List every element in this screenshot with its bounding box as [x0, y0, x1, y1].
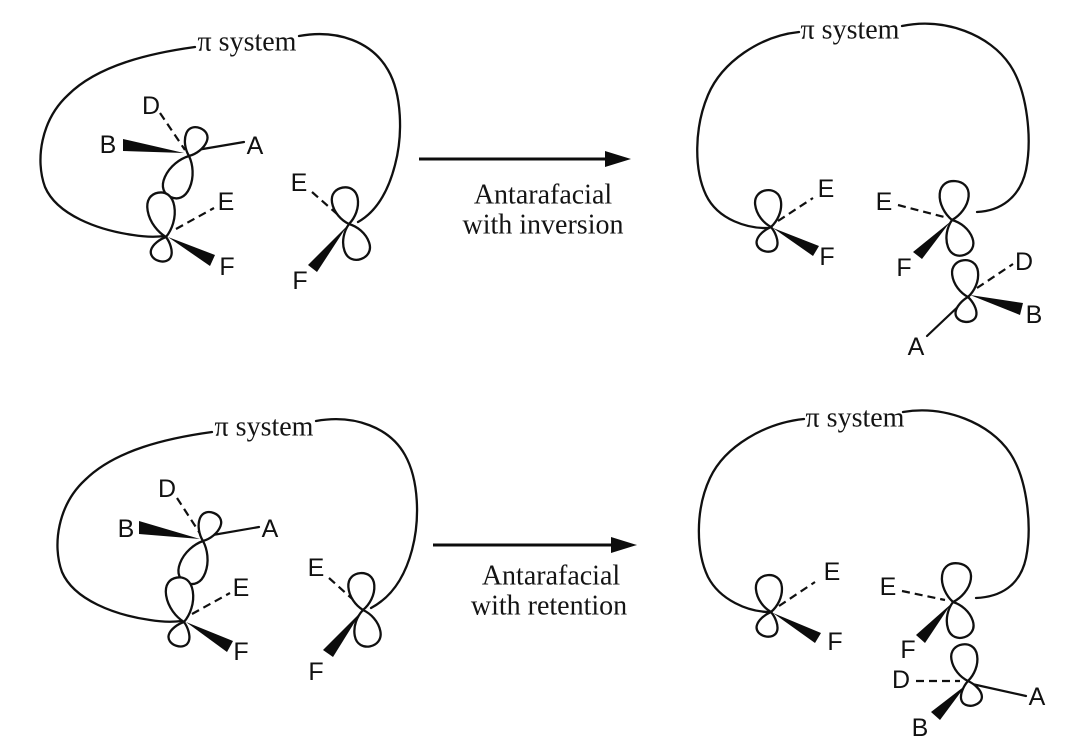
pi-system-curve-right	[314, 418, 419, 610]
substituent-label-a: A	[908, 333, 925, 361]
pi-system-curve-right	[297, 32, 402, 224]
product-inversion: π system E F E F D B A	[696, 15, 1043, 361]
wedge-bond-b	[931, 685, 966, 720]
substituent-label-b: B	[1026, 301, 1043, 329]
substituent-label-e: E	[218, 188, 235, 216]
wedge-bond-b	[970, 295, 1023, 315]
reaction-caption-line2: with inversion	[463, 210, 624, 241]
substituent-label-a: A	[262, 515, 279, 543]
reaction-arrow-head	[605, 151, 631, 167]
orbital-lobe	[936, 178, 971, 223]
substituent-label-e-left: E	[818, 175, 835, 203]
substituent-label-d: D	[892, 666, 910, 694]
orbital-lobe	[349, 606, 384, 650]
substituent-label-f-right: F	[308, 658, 323, 686]
reactant-retention: π system D B A E F E F	[56, 412, 419, 686]
orbital-lobe	[165, 617, 196, 651]
wedge-bond-f	[168, 237, 215, 266]
substituent-label-a: A	[247, 132, 264, 160]
wedge-bond-f-left	[773, 228, 819, 256]
pi-system-label: π system	[215, 412, 314, 443]
substituent-label-e: E	[233, 574, 250, 602]
substituent-label-e: E	[876, 188, 893, 216]
bond-a	[970, 682, 1028, 698]
pi-system-curve-left	[696, 30, 801, 230]
orbital-lobe	[753, 608, 783, 640]
substituent-label-f: F	[896, 254, 911, 282]
dashed-bond-e-right	[311, 191, 346, 222]
orbital-lobe	[753, 572, 786, 615]
dashed-bond-e	[897, 203, 945, 219]
dashed-bond-e-left	[777, 197, 814, 222]
substituent-label-f-left: F	[827, 628, 842, 656]
orbital-lobe	[937, 560, 974, 606]
reaction-retention: π system D B A E F E F Antarafacial with…	[56, 403, 1046, 742]
reaction-caption-line1: Antarafacial	[482, 561, 621, 592]
orbital-lobe	[949, 257, 983, 300]
substituent-label-e: E	[880, 573, 897, 601]
reaction-arrow-head	[611, 537, 637, 553]
dashed-bond-d	[976, 263, 1014, 289]
substituent-label-b: B	[912, 714, 929, 742]
reaction-caption-line1: Antarafacial	[474, 180, 613, 211]
orbital-lobe	[177, 122, 212, 162]
substituent-label-f: F	[900, 636, 915, 664]
pi-system-label: π system	[198, 27, 297, 58]
orbital-lobe	[346, 571, 378, 613]
substituent-label-d: D	[158, 475, 176, 503]
dashed-bond-e	[901, 589, 946, 602]
substituent-label-f-left: F	[819, 243, 834, 271]
product-retention: π system E F E F D A B	[697, 403, 1046, 742]
dashed-bond-d	[176, 497, 202, 536]
wedge-bond-f	[186, 622, 233, 652]
substituent-label-b: B	[118, 515, 135, 543]
substituent-label-e-right: E	[291, 169, 308, 197]
pi-system-curve-left	[39, 45, 197, 238]
substituent-label-f: F	[219, 253, 234, 281]
dashed-bond-e-left	[778, 581, 816, 607]
pi-system-label: π system	[801, 15, 900, 46]
arrow-inversion: Antarafacial with inversion	[419, 151, 631, 241]
orbital-lobe	[938, 214, 979, 261]
dashed-bond-e	[175, 207, 215, 230]
orbital-lobe	[147, 232, 178, 266]
pi-system-curve-left	[697, 417, 806, 614]
wedge-bond-f-right	[308, 226, 347, 272]
orbital-lobe	[948, 641, 982, 685]
substituent-label-d: D	[1015, 248, 1033, 276]
arrow-retention: Antarafacial with retention	[433, 537, 637, 622]
pi-system-curve-right	[900, 22, 1030, 214]
wedge-bond-f	[913, 222, 950, 259]
substituent-label-b: B	[100, 131, 117, 159]
wedge-bond-b	[139, 521, 200, 539]
substituent-label-f-right: F	[292, 267, 307, 295]
orbital-lobe	[335, 218, 375, 265]
substituent-label-a: A	[1029, 683, 1046, 711]
substituent-label-d: D	[142, 92, 160, 120]
wedge-bond-f	[916, 604, 951, 643]
substituent-label-f: F	[233, 638, 248, 666]
dashed-bond-e	[191, 592, 231, 615]
substituent-label-e-right: E	[308, 554, 325, 582]
reactant-inversion: π system D B A E F E F	[39, 27, 402, 295]
substituent-label-e-left: E	[824, 558, 841, 586]
pi-system-curve-right	[901, 409, 1030, 600]
wedge-bond-b	[123, 139, 184, 153]
wedge-bond-f-left	[773, 613, 821, 643]
orbital-lobe	[752, 187, 786, 230]
reaction-caption-line2: with retention	[471, 591, 627, 622]
orbital-lobe	[956, 677, 985, 709]
orbital-lobe	[191, 507, 226, 547]
reaction-inversion: π system D B A E F E F Antarafacial with…	[39, 15, 1043, 361]
dashed-bond-d	[159, 112, 186, 151]
pi-system-curve-left	[56, 430, 214, 623]
orbital-lobe	[328, 184, 363, 228]
pi-system-label: π system	[806, 403, 905, 434]
orbital-lobe	[939, 596, 978, 643]
wedge-bond-f-right	[323, 612, 361, 657]
orbital-lobe	[953, 294, 980, 325]
